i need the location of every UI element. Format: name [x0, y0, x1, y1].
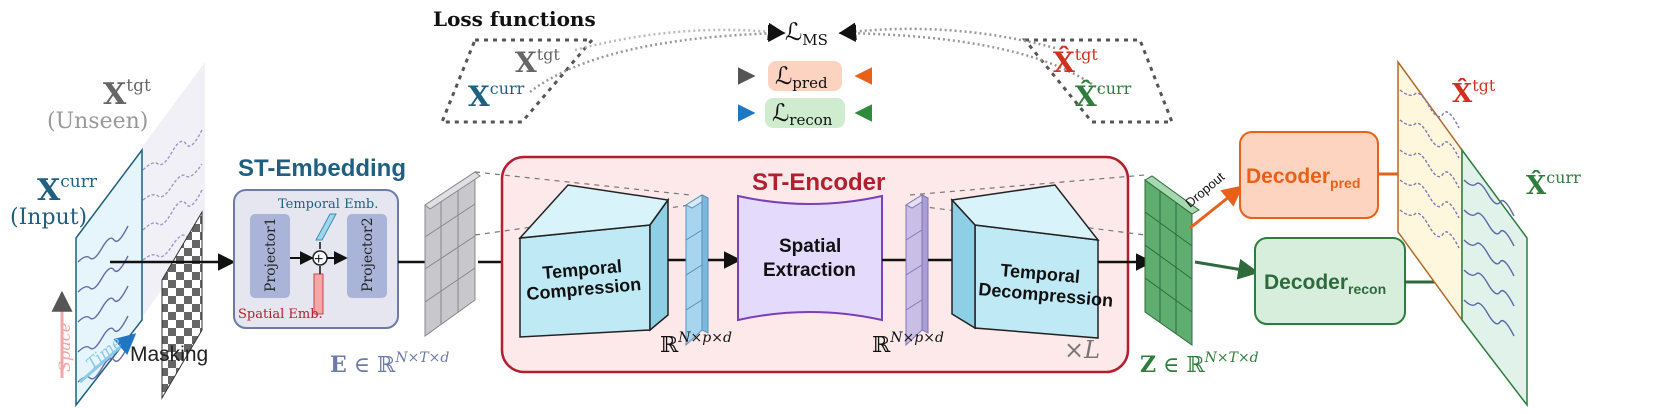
projector1-label: Projector1 [263, 217, 279, 292]
st-embedding: ST-Embedding Projector1 Projector2 Tempo… [233, 155, 406, 329]
label-unseen: (Unseen) [47, 109, 148, 134]
e-label: E ∈ ℝN×T×d [330, 350, 449, 378]
label-xcurr-left: Xcurr [37, 172, 98, 208]
plus-symbol: + [314, 251, 323, 268]
output-panels: X̂tgt X̂curr [1397, 59, 1581, 408]
z-label: Z ∈ ℝN×T×d [1140, 350, 1259, 378]
loss-recon-box [765, 98, 845, 128]
label-space: Space [55, 323, 74, 372]
temporal-emb-label: Temporal Emb. [278, 197, 378, 212]
arrow-z-to-decoder-pred [1189, 185, 1244, 230]
spatial-extraction-label-1: Spatial [779, 236, 841, 257]
target-trapezoid-left [439, 38, 596, 124]
input-panels: Xtgt (Unseen) Xcurr (Input) Space Time M… [10, 62, 208, 408]
projector1-box [250, 214, 290, 298]
label-xtgt-top: Xtgt [515, 45, 560, 79]
label-input: (Input) [10, 205, 87, 230]
embedding-title: ST-Embedding [238, 155, 406, 182]
temporal-emb-bar [315, 213, 337, 241]
panel-xhat-curr [1461, 147, 1528, 408]
label-xtgt-left: Xtgt [103, 76, 151, 112]
label-xcurr-top: Xcurr [468, 79, 525, 113]
time-axis [79, 333, 137, 384]
loss-header: Loss functions [433, 7, 596, 31]
compressed-tensor-2 [904, 194, 930, 347]
loss-section: Loss functions ℒMS ℒpred ℒrecon Xtgt Xcu… [433, 7, 1175, 129]
arc-xcurr-to-lms [529, 24, 786, 93]
target-trapezoid-right [1021, 38, 1175, 124]
spatial-extraction-label-2: Extraction [763, 260, 856, 281]
compressed-tensor-1 [684, 194, 710, 347]
times-l-label: ×L [1064, 336, 1100, 364]
r-label-1: ℝN×p×d [660, 330, 732, 358]
loss-pred: ℒpred [775, 62, 828, 92]
label-xhatcurr-top: X̂curr [1075, 79, 1132, 113]
masking-pattern [161, 210, 203, 400]
label-masking: Masking [130, 343, 208, 366]
decoder-recon-label: Decoderrecon [1264, 271, 1386, 297]
panel-xtgt [140, 62, 205, 320]
spatial-extraction-block [737, 194, 883, 322]
arrow-z-to-decoder-recon [1194, 258, 1260, 280]
spatial-emb-label: Spatial Emb. [238, 307, 323, 322]
loss-pred-box [768, 61, 842, 91]
label-xhattgt-top: X̂tgt [1053, 45, 1098, 79]
encoder-title: ST-Encoder [752, 169, 885, 196]
decoder-pred-label: Decoderpred [1246, 165, 1360, 191]
arc-xtgt-to-lms [574, 22, 786, 52]
spatial-emb-bar [313, 273, 324, 315]
projector2-box [347, 214, 387, 298]
z-tensor: Z ∈ ℝN×T×d [1140, 175, 1259, 378]
arc-xhattgt-to-lms [838, 22, 1056, 50]
e-tensor: E ∈ ℝN×T×d [330, 171, 481, 378]
loss-recon: ℒrecon [772, 99, 833, 129]
loss-ms: ℒMS [785, 18, 828, 49]
st-encoder: ST-Encoder Temporal Compression ℝN×p×d S… [474, 155, 1146, 374]
r-label-2: ℝN×p×d [872, 330, 944, 358]
label-xhat-curr: X̂curr [1526, 168, 1581, 201]
projector2-label: Projector2 [360, 217, 376, 292]
label-xhat-tgt: X̂tgt [1452, 76, 1496, 109]
